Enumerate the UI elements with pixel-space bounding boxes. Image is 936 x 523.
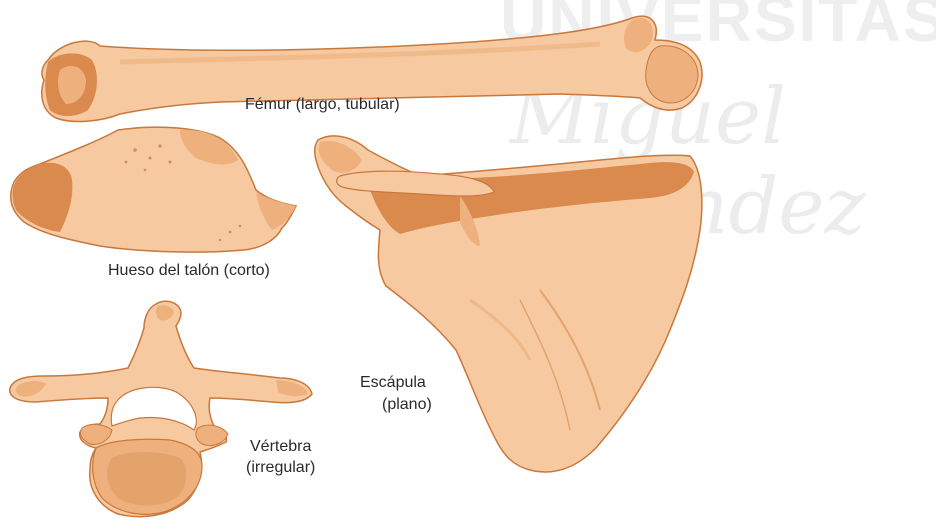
scapula-label-line1: Escápula bbox=[360, 372, 426, 393]
scapula-label-line2: (plano) bbox=[382, 394, 432, 415]
heel-bone bbox=[11, 127, 296, 252]
scapula-bone bbox=[315, 136, 702, 472]
vertebra-label-line2: (irregular) bbox=[246, 457, 315, 478]
heel-bone-label: Hueso del talón (corto) bbox=[108, 260, 270, 281]
vertebra-bone bbox=[10, 301, 312, 516]
femur-label: Fémur (largo, tubular) bbox=[245, 94, 400, 115]
vertebra-label-line1: Vértebra bbox=[250, 436, 311, 457]
